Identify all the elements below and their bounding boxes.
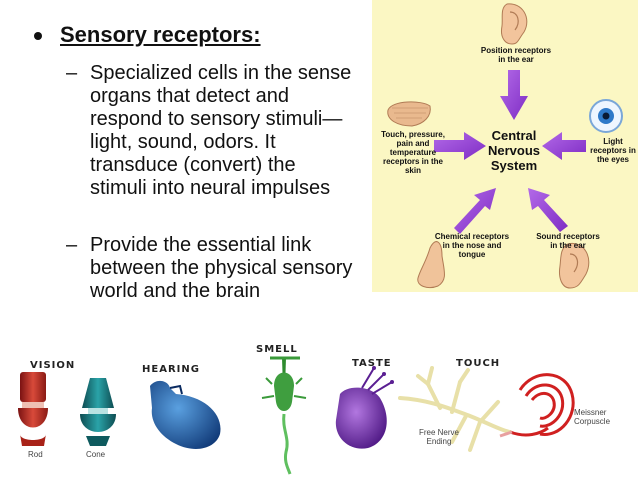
cone-label: Cone [86,450,106,459]
eye-icon [589,99,623,133]
free-nerve-ending-icon [398,366,512,452]
receptor-strip: VISION HEARING SMELL TASTE TOUCH Rod Con… [0,338,638,478]
diagram-art [387,3,623,289]
smell-label: SMELL [256,344,298,355]
vision-label: VISION [30,360,76,371]
hearing-label: HEARING [142,364,200,375]
cone-cell-icon [80,378,116,446]
touch-label: TOUCH [456,358,501,369]
sub-point-text: Specialized cells in the sense organs th… [90,62,352,199]
ear-icon [559,242,590,289]
arrow-up-right [454,188,496,234]
ear-icon [501,3,528,45]
receptor-strip-art [18,356,575,475]
meissner-corpuscle-icon [499,373,575,438]
chemical-receptor-label: Chemical receptors in the nose and tongu… [434,232,510,259]
receptor-diagram: Position receptors in the ear Touch, pre… [372,0,638,292]
cns-label: Central Nervous System [487,128,541,173]
slide-heading: Sensory receptors: [60,22,261,47]
nose-icon [417,241,445,289]
arrow-down [500,70,528,120]
sub-point-1: – Specialized cells in the sense organs … [66,62,356,200]
skin-icon [387,101,431,127]
touch-receptor-label: Touch, pressure, pain and temperature re… [381,130,445,175]
rod-cell-icon [18,372,48,446]
dash-marker: – [66,234,78,256]
free-nerve-label: Free Nerve Ending [418,428,459,446]
arrow-left [542,132,586,160]
taste-cell-icon [335,366,394,449]
hair-cell-icon [150,380,221,449]
light-receptor-label: Light receptors in the eyes [590,137,636,164]
taste-label: TASTE [352,358,392,369]
sound-receptor-label: Sound receptors in the ear [536,232,600,250]
olfactory-cell-icon [261,356,307,475]
sub-point-2: – Provide the essential link between the… [66,234,356,303]
bullet-dot [34,32,42,40]
arrow-up-left [528,188,568,232]
dash-marker: – [66,62,78,84]
arrow-right [434,132,486,160]
meissner-label: Meissner Corpuscle [574,408,611,426]
position-receptor-label: Position receptors in the ear [480,46,552,64]
rod-label: Rod [28,450,43,459]
sub-point-text: Provide the essential link between the p… [90,234,353,302]
